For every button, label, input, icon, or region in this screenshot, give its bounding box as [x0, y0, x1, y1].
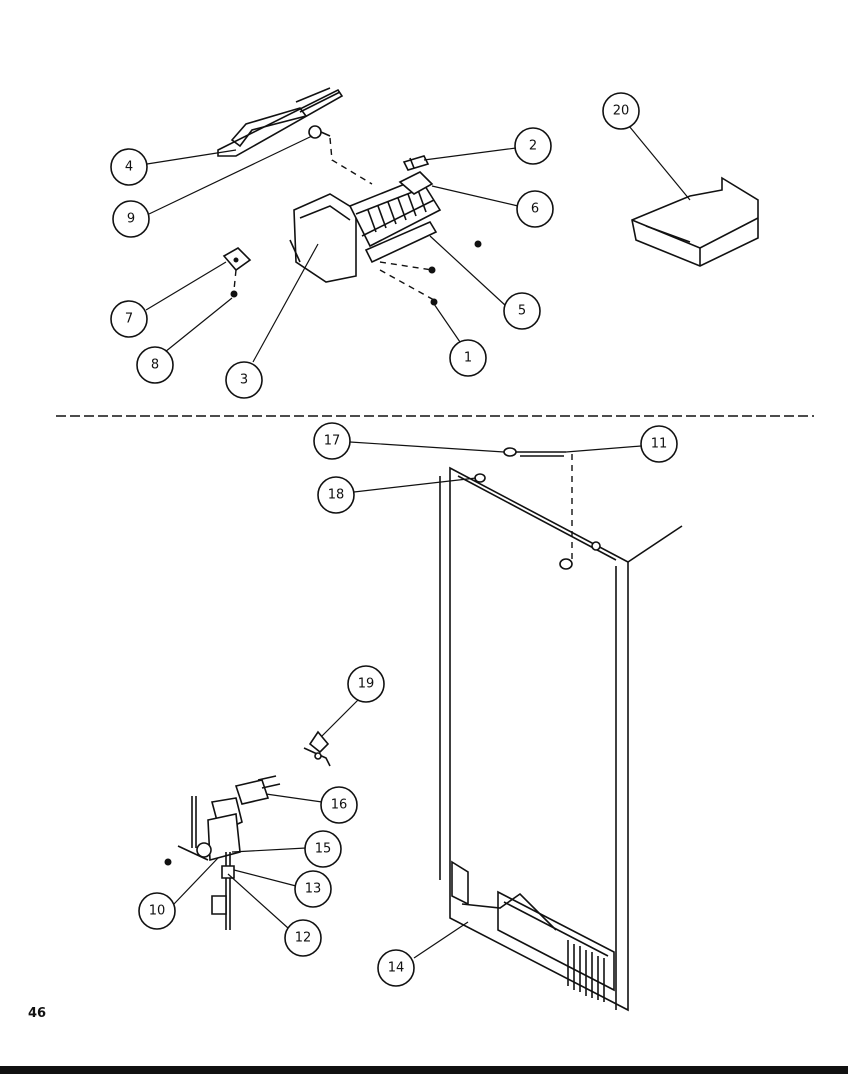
svg-text:10: 10: [149, 904, 166, 919]
svg-text:8: 8: [151, 358, 159, 373]
callout-4: 4: [110, 148, 148, 186]
callout-20: 20: [602, 92, 640, 130]
screw: [474, 240, 482, 248]
svg-text:7: 7: [125, 312, 133, 327]
svg-text:12: 12: [295, 931, 312, 946]
dispenser-assembly: [164, 775, 281, 930]
callout-8: 8: [136, 346, 174, 384]
callout-9: 9: [112, 200, 150, 238]
svg-text:18: 18: [328, 488, 345, 503]
callout-15: 15: [304, 830, 342, 868]
callout-2: 2: [514, 127, 552, 165]
callout-19: 19: [347, 665, 385, 703]
svg-text:11: 11: [651, 437, 668, 452]
vent-grille: [567, 940, 605, 1002]
callout-6: 6: [516, 190, 554, 228]
svg-text:5: 5: [518, 304, 526, 319]
svg-text:17: 17: [324, 434, 341, 449]
svg-text:2: 2: [529, 139, 537, 154]
svg-text:19: 19: [358, 677, 375, 692]
ice-maker-body: [289, 171, 442, 283]
svg-text:4: 4: [125, 160, 133, 175]
dispenser-lever-part-19: [303, 730, 331, 767]
refrigerator-door: [439, 466, 683, 1012]
callout-18: 18: [317, 476, 355, 514]
svg-text:1: 1: [464, 351, 472, 366]
callout-12: 12: [284, 919, 322, 957]
svg-text:20: 20: [613, 104, 630, 119]
callout-17: 17: [313, 422, 351, 460]
screw-part-8: [230, 290, 238, 298]
bracket-part-7: [222, 247, 252, 272]
callout-5: 5: [503, 292, 541, 330]
callout-11: 11: [640, 425, 678, 463]
leader-lines-bottom: [173, 441, 642, 959]
hinge-parts-17-18-11: [474, 447, 601, 570]
callout-1: 1: [449, 339, 487, 377]
svg-text:13: 13: [305, 882, 322, 897]
svg-text:14: 14: [388, 961, 405, 976]
ice-maker-harness-part-4: [217, 87, 344, 157]
mounting-screw-part-9: [308, 125, 331, 139]
leader-lines-top: [145, 125, 691, 363]
ice-bin-part-20: [631, 176, 759, 267]
svg-text:6: 6: [531, 202, 539, 217]
svg-text:9: 9: [127, 212, 135, 227]
svg-text:15: 15: [315, 842, 332, 857]
page-number: 46: [28, 1006, 47, 1021]
clip-part-2: [402, 155, 430, 171]
svg-text:3: 3: [240, 373, 248, 388]
callout-7: 7: [110, 300, 148, 338]
svg-text:16: 16: [331, 798, 348, 813]
callout-13: 13: [294, 870, 332, 908]
callout-14: 14: [377, 949, 415, 987]
callout-10: 10: [138, 892, 176, 930]
bottom-rule: [0, 1066, 848, 1074]
callout-3: 3: [225, 361, 263, 399]
screw: [428, 266, 436, 274]
callout-16: 16: [320, 786, 358, 824]
